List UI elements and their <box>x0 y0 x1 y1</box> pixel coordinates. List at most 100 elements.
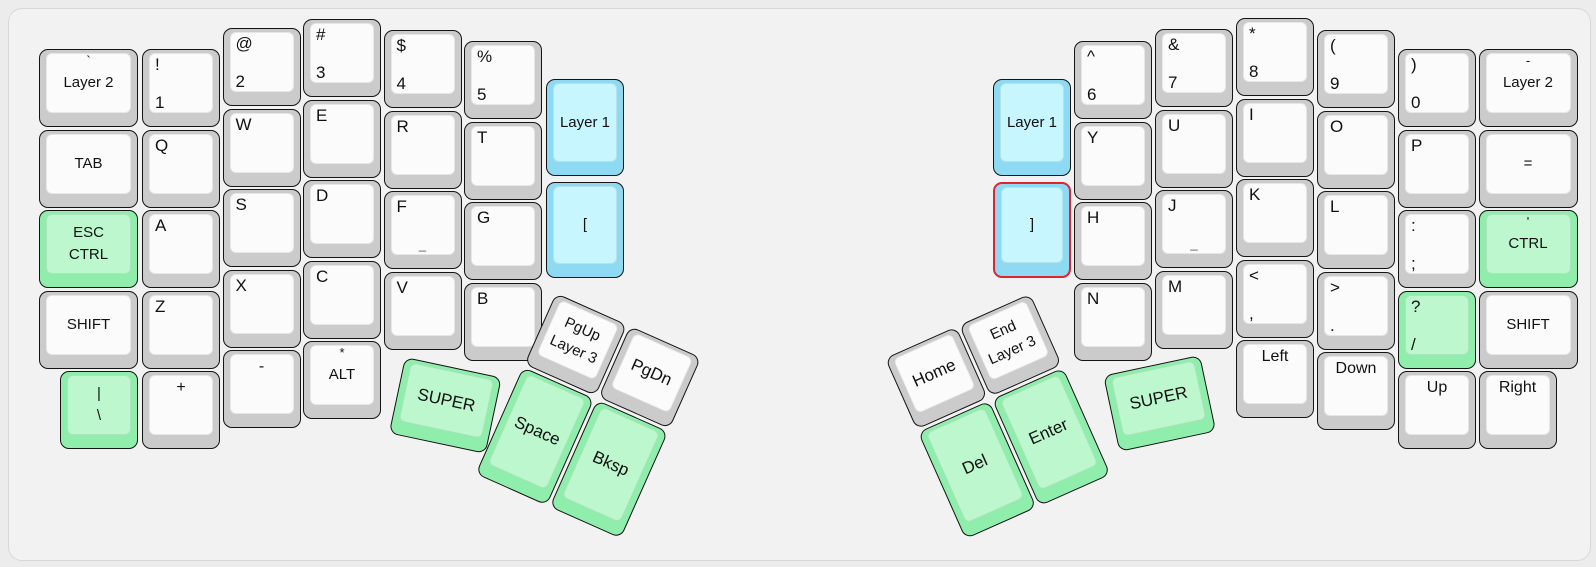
key-equals[interactable]: = <box>1478 129 1578 208</box>
key-minus-layer2[interactable]: -Layer 2 <box>1478 49 1578 127</box>
key-e[interactable]: E <box>303 99 381 178</box>
keycap-rbracket: ] <box>1001 186 1063 263</box>
keycap-o: O <box>1324 114 1388 175</box>
key-colon-semicolon[interactable]: :; <box>1398 210 1476 288</box>
key-label-equals-0: = <box>1523 154 1533 172</box>
key-t[interactable]: T <box>464 121 542 200</box>
keycap-c: C <box>310 264 374 325</box>
key-gt-period[interactable]: >. <box>1317 271 1395 350</box>
keycap-arrow-down: Down <box>1324 356 1388 416</box>
key-hash-3[interactable]: #3 <box>303 19 381 97</box>
key-arrow-up[interactable]: Up <box>1398 371 1476 449</box>
key-c[interactable]: C <box>303 260 381 339</box>
key-label-f-1: _ <box>418 237 427 252</box>
key-v[interactable]: V <box>383 271 462 350</box>
key-m[interactable]: M <box>1155 270 1233 349</box>
key-label-rparen-0-1: 0 <box>1411 93 1421 112</box>
key-label-c-0: C <box>316 266 329 286</box>
key-label-q-0: Q <box>155 135 169 155</box>
key-d[interactable]: D <box>303 180 381 258</box>
key-shift-right[interactable]: SHIFT <box>1478 290 1578 369</box>
key-o[interactable]: O <box>1317 110 1395 189</box>
key-amp-7[interactable]: &7 <box>1155 29 1233 107</box>
key-l[interactable]: L <box>1317 191 1395 269</box>
key-asterisk-8[interactable]: *8 <box>1236 18 1314 96</box>
key-label-caret-6-0: ^ <box>1087 47 1095 66</box>
key-quote-ctrl[interactable]: 'CTRL <box>1478 210 1578 288</box>
keycap-grave-layer2: `Layer 2 <box>46 53 131 113</box>
key-layer1-right[interactable]: Layer 1 <box>993 79 1071 176</box>
key-label-bksp-0: Bksp <box>589 446 633 480</box>
key-label-g-0: G <box>477 208 491 227</box>
key-super-right[interactable]: SUPER <box>1103 355 1217 452</box>
key-label-asterisk-8-0: * <box>1249 24 1256 43</box>
key-shift-left[interactable]: SHIFT <box>39 290 138 369</box>
key-b[interactable]: B <box>464 282 542 361</box>
key-label-n-0: N <box>1087 288 1100 308</box>
key-label-exclam-1-0: ! <box>155 55 160 74</box>
key-at-2[interactable]: @2 <box>222 28 301 106</box>
key-label-del-0: Del <box>958 450 990 478</box>
key-label-t-0: T <box>477 127 488 147</box>
key-label-k-0: K <box>1249 185 1261 204</box>
key-z[interactable]: Z <box>142 290 220 369</box>
key-label-percent-5-1: 5 <box>477 85 487 104</box>
key-tab[interactable]: TAB <box>39 129 138 208</box>
keycap-home: Home <box>892 333 976 414</box>
keycap-m: M <box>1162 274 1226 335</box>
key-label-grave-layer2-1: Layer 2 <box>63 74 114 92</box>
key-label-rbracket-0: ] <box>1029 215 1035 233</box>
key-y[interactable]: Y <box>1074 121 1152 200</box>
key-label-gt-period-0: > <box>1330 277 1340 297</box>
keycap-dollar-4: $4 <box>390 34 455 94</box>
key-question-slash[interactable]: ?/ <box>1398 290 1476 369</box>
key-arrow-right[interactable]: Right <box>1478 371 1557 449</box>
key-lparen-9[interactable]: (9 <box>1317 30 1395 108</box>
key-f[interactable]: F_ <box>383 191 462 269</box>
key-u[interactable]: U <box>1155 109 1233 188</box>
key-lt-comma[interactable]: <, <box>1236 259 1314 338</box>
key-rbracket[interactable]: ] <box>993 181 1071 278</box>
key-label-esc-ctrl-0: ESC <box>73 224 104 242</box>
key-label-space-0: Space <box>511 412 564 449</box>
keycap-layer1-right: Layer 1 <box>1000 83 1064 162</box>
key-s[interactable]: S <box>222 189 301 267</box>
key-label-amp-7-0: & <box>1168 35 1180 54</box>
key-n[interactable]: N <box>1074 282 1152 361</box>
key-grave-layer2[interactable]: `Layer 2 <box>39 49 138 127</box>
key-q[interactable]: Q <box>142 129 220 208</box>
key-i[interactable]: I <box>1236 98 1314 177</box>
keycap-x: X <box>229 273 294 334</box>
keycap-rparen-0: )0 <box>1405 53 1469 113</box>
key-arrow-down[interactable]: Down <box>1317 352 1395 430</box>
key-a[interactable]: A <box>142 210 220 288</box>
key-h[interactable]: H <box>1074 202 1152 280</box>
key-label-layer1-left-0: Layer 1 <box>559 113 611 131</box>
key-p[interactable]: P <box>1398 129 1476 208</box>
key-x[interactable]: X <box>222 269 301 348</box>
key-j[interactable]: J_ <box>1155 190 1233 268</box>
key-g[interactable]: G <box>464 202 542 280</box>
key-dollar-4[interactable]: $4 <box>383 30 462 108</box>
key-label-asterisk-alt-1: ALT <box>328 366 356 384</box>
key-super-left[interactable]: SUPER <box>388 357 502 454</box>
key-w[interactable]: W <box>222 108 301 187</box>
key-percent-5[interactable]: %5 <box>464 41 542 119</box>
key-label-pipe-backslash-0: | <box>97 385 101 403</box>
key-arrow-left[interactable]: Left <box>1236 340 1314 418</box>
key-caret-6[interactable]: ^6 <box>1074 41 1152 119</box>
key-label-j-1: _ <box>1190 236 1198 251</box>
key-r[interactable]: R <box>383 110 462 189</box>
key-k[interactable]: K <box>1236 179 1314 257</box>
key-plus[interactable]: + <box>142 371 220 449</box>
key-lbracket[interactable]: [ <box>546 181 624 278</box>
key-pipe-backslash[interactable]: |\ <box>60 371 138 449</box>
key-layer1-left[interactable]: Layer 1 <box>546 79 624 176</box>
key-label-lparen-9-1: 9 <box>1330 74 1340 93</box>
keycap-e: E <box>310 103 374 164</box>
key-exclam-1[interactable]: !1 <box>142 49 220 127</box>
key-rparen-0[interactable]: )0 <box>1398 49 1476 127</box>
key-minus-left[interactable]: - <box>222 350 301 428</box>
key-asterisk-alt[interactable]: *ALT <box>303 341 381 419</box>
